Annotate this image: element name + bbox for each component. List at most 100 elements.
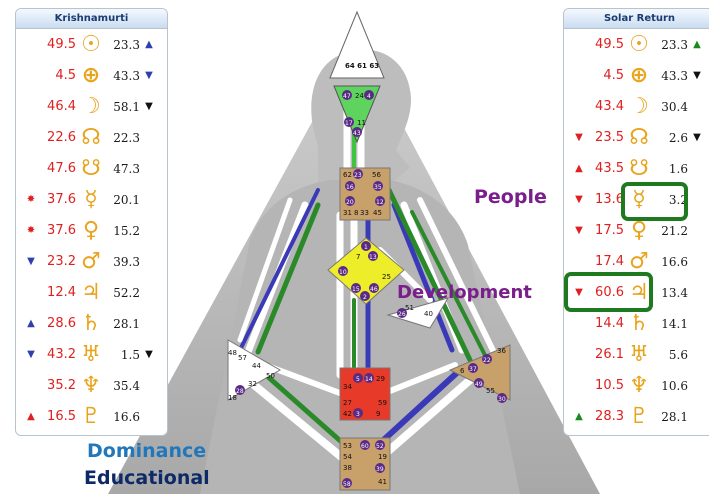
uranus-icon: ♅ [629,342,649,367]
personality-value: 47.3 [113,162,140,176]
planet-row: ▼23.5☊2.6▼ [564,124,709,154]
planet-row: 49.5☉23.3▲ [16,31,167,61]
svg-text:42: 42 [343,410,352,418]
left-marker: ▲ [27,318,35,329]
jupiter-icon: ♃ [629,280,649,305]
left-marker: ✸ [26,194,36,205]
svg-text:15: 15 [352,286,360,293]
g-center[interactable] [327,237,405,305]
throat-center[interactable] [339,167,391,221]
svg-text:25: 25 [382,273,391,281]
planet-row: 22.6☊22.3 [16,124,167,154]
svg-text:39: 39 [376,466,384,473]
svg-text:30: 30 [498,396,506,403]
personality-value: 58.1 [113,100,140,114]
planet-row: 46.4☽58.1▼ [16,93,167,123]
personality-value: 1.6 [668,162,688,176]
svg-text:24: 24 [355,92,364,100]
ajna-center[interactable] [333,85,381,144]
planet-row: 14.4♄14.1 [564,310,709,340]
personality-value: 22.3 [113,131,140,145]
design-value: 13.6 [595,192,624,207]
head-gates-text: 64 61 63 [345,62,379,70]
left-marker: ▲ [575,411,583,422]
planet-row: 10.5♆10.6 [564,372,709,402]
left-marker: ▼ [27,349,35,360]
svg-text:52: 52 [376,443,384,450]
svg-text:20: 20 [346,199,354,206]
planet-row: ▼60.6♃13.4 [564,279,709,309]
pluto-icon: ♇ [629,404,649,429]
channels [237,94,503,464]
svg-text:35: 35 [374,184,382,191]
design-value: 46.4 [47,99,76,114]
svg-text:22: 22 [483,357,491,364]
svg-text:17: 17 [345,120,353,127]
body-silhouette [200,180,520,494]
svg-text:50: 50 [266,372,275,380]
spleen-center[interactable] [227,339,282,401]
design-value: 17.5 [595,223,624,238]
design-value: 4.5 [55,68,76,83]
jupiter-highlight-box [564,272,653,312]
design-value: 47.6 [47,161,76,176]
jupiter-icon: ♃ [81,280,101,305]
neptune-icon: ♆ [629,373,649,398]
sun-icon: ☉ [629,32,649,57]
ego-center[interactable] [386,297,450,329]
svg-text:60: 60 [361,443,369,450]
left-planet-panel: Krishnamurti 49.5☉23.3▲4.5⊕43.3▼46.4☽58.… [15,8,168,436]
svg-text:48: 48 [228,349,237,357]
right-marker: ▲ [145,39,153,50]
design-value: 49.5 [595,37,624,52]
planet-row: ▲28.3♇28.1 [564,403,709,433]
planet-row: 43.4☽30.4 [564,93,709,123]
svg-text:12: 12 [376,199,384,206]
left-marker: ▼ [575,194,583,205]
svg-text:4: 4 [367,93,371,100]
design-value: 60.6 [595,285,624,300]
personality-value: 23.3 [113,38,140,52]
design-value: 28.3 [595,409,624,424]
planet-row: ▼ 13.6 ☿ 3.2 [564,186,709,216]
svg-text:45: 45 [373,209,382,217]
svg-text:6: 6 [460,367,465,375]
mars-icon: ♂ [81,249,101,274]
pluto-icon: ♇ [81,404,101,429]
svg-text:34: 34 [343,383,352,391]
mercury-icon: ☿ [632,187,646,212]
planet-row: 35.2♆35.4 [16,372,167,402]
svg-text:55: 55 [486,387,495,395]
personality-value: 5.6 [668,348,688,362]
svg-text:2: 2 [363,294,367,301]
left-marker: ▲ [27,411,35,422]
venus-icon: ♀ [82,218,100,243]
south-node-icon: ☋ [629,156,649,181]
personality-value: 3.2 [668,193,688,207]
svg-text:49: 49 [475,381,483,388]
design-value: 49.5 [47,37,76,52]
south-node-icon: ☋ [81,156,101,181]
svg-text:8: 8 [354,209,358,217]
svg-text:32: 32 [248,380,257,388]
planet-row: ▲28.6♄28.1 [16,310,167,340]
personality-value: 16.6 [661,255,688,269]
head-center[interactable] [329,10,385,79]
personality-value: 28.1 [113,317,140,331]
svg-text:47: 47 [343,93,351,100]
planet-row: 12.4♃52.2 [16,279,167,309]
left-marker: ▲ [575,163,583,174]
svg-text:58: 58 [343,481,351,488]
planet-row: 49.5☉23.3▲ [564,31,709,61]
planet-row: 26.1♅5.6 [564,341,709,371]
educational-label: Educational [84,467,210,489]
earth-icon: ⊕ [81,63,101,88]
venus-icon: ♀ [630,218,648,243]
design-value: 43.4 [595,99,624,114]
svg-text:62: 62 [343,171,352,179]
design-value: 43.5 [595,161,624,176]
svg-text:19: 19 [378,453,387,461]
left-marker: ▼ [27,256,35,267]
svg-text:11: 11 [357,119,366,127]
